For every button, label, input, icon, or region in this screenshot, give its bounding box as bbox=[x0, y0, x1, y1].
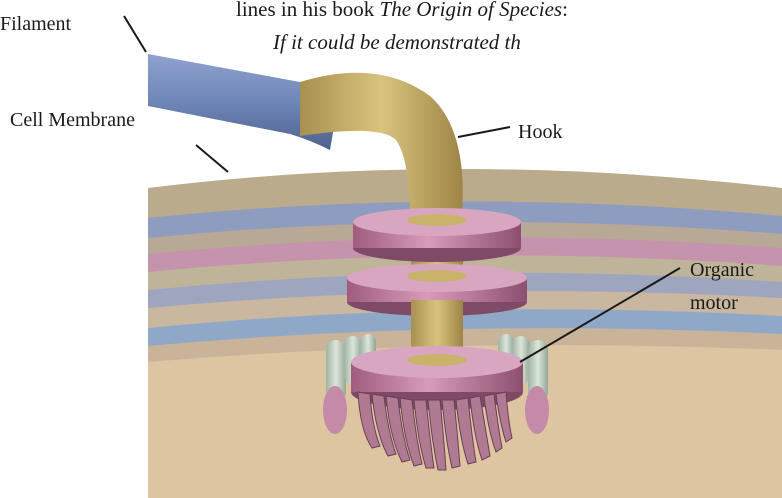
upper-ring bbox=[353, 208, 521, 262]
label-hook: Hook bbox=[518, 120, 562, 144]
membrane-leader bbox=[196, 145, 228, 172]
filament-leader bbox=[124, 16, 146, 52]
label-motor: motor bbox=[690, 291, 738, 315]
label-cell-membrane: Cell Membrane bbox=[10, 108, 135, 132]
label-organic: Organic bbox=[690, 258, 754, 282]
hook-leader bbox=[458, 127, 510, 137]
label-filament: Filament bbox=[0, 12, 71, 36]
